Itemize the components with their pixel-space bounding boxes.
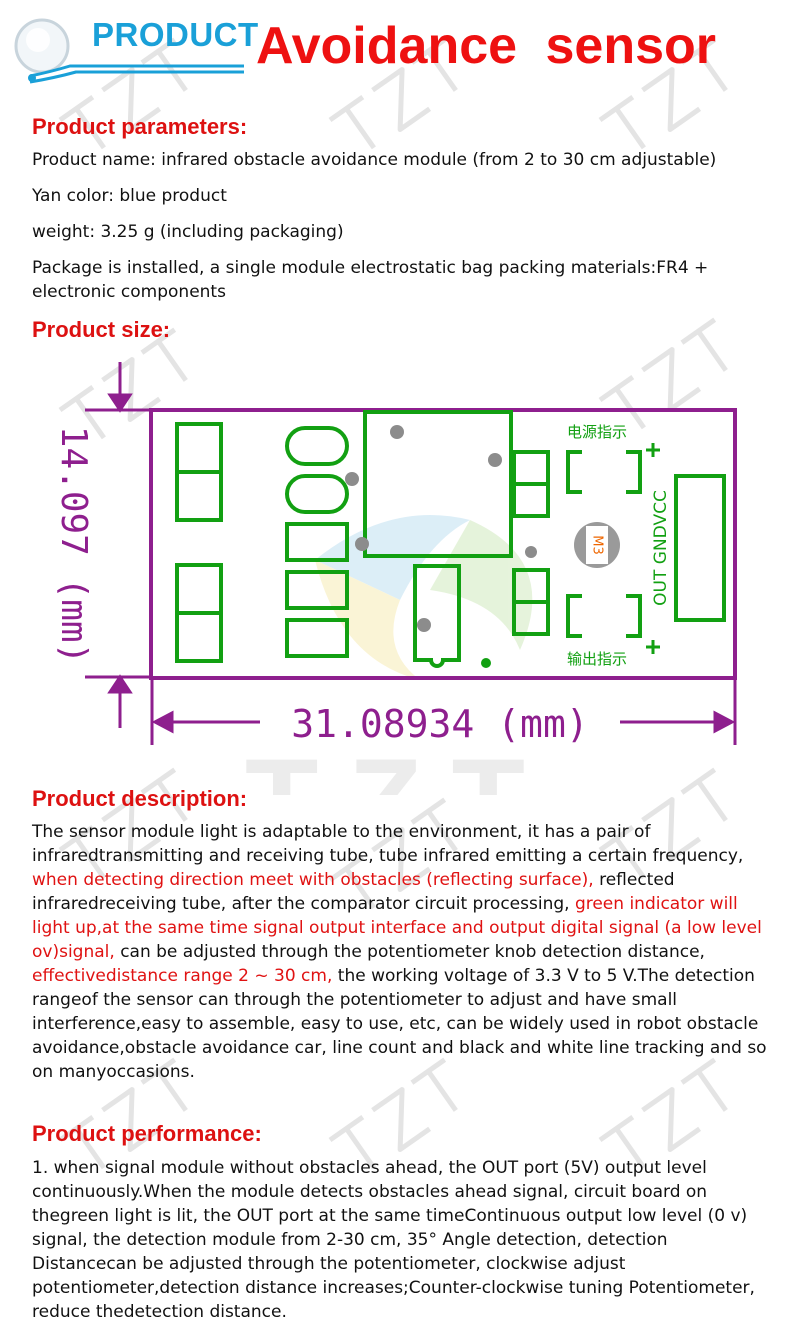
power-indicator-label: 电源指示: [567, 423, 627, 441]
height-dimension-label: 14.097 (mm): [53, 426, 94, 664]
param-color: Yan color: blue product: [32, 186, 227, 206]
tzt-watermark-text: TZT: [245, 734, 555, 795]
param-product-name: Product name: infrared obstacle avoidanc…: [32, 150, 717, 170]
heading-description: Product description:: [32, 786, 248, 811]
description-highlight-obstacle: when detecting direction meet with obsta…: [32, 870, 594, 890]
heading-size: Product size:: [32, 317, 171, 342]
description-part-4: the working voltage of 3.3 V to 5 V.The …: [32, 966, 767, 1082]
page-title: Avoidance sensor: [256, 17, 717, 75]
param-package: Package is installed, a single module el…: [32, 258, 709, 302]
performance-text: 1. when signal module without obstacles …: [32, 1158, 755, 1322]
description-part-1: The sensor module light is adaptable to …: [32, 822, 744, 866]
page-header: PRODUCT Avoidance sensor: [0, 0, 800, 100]
param-weight: weight: 3.25 g (including packaging): [32, 222, 344, 242]
description-highlight-range: effectivedistance range 2 ~ 30 cm,: [32, 966, 333, 986]
description-part-2: reflected infraredreceiving tube, after …: [32, 870, 675, 914]
product-badge-label: PRODUCT: [92, 16, 259, 53]
board-dimension-diagram: TZT 31.08934 (mm) 14.097 (mm): [53, 362, 737, 795]
heading-parameters: Product parameters:: [32, 114, 248, 139]
description-text: The sensor module light is adaptable to …: [32, 820, 777, 1084]
mount-hole-label: M3: [590, 535, 605, 555]
description-highlight-indicator: green indicator will light up,at the sam…: [32, 894, 762, 962]
width-dimension-label: 31.08934 (mm): [291, 702, 588, 746]
product-badge-icon: [14, 18, 244, 84]
heading-performance: Product performance:: [32, 1121, 262, 1146]
output-indicator-label: 输出指示: [567, 650, 627, 668]
pin-label: OUT GNDVCC: [651, 490, 671, 606]
description-part-3: can be adjusted through the potentiomete…: [114, 942, 705, 962]
